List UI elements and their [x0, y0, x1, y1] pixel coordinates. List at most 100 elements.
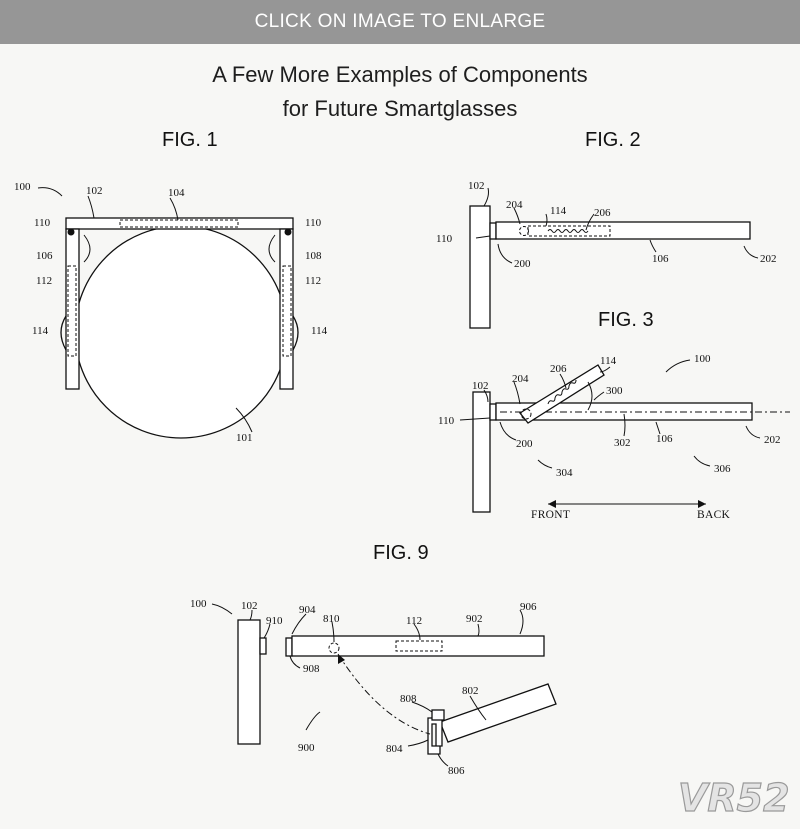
ref-302: 302	[614, 437, 631, 449]
leader-102	[249, 609, 253, 621]
attachment-arrowhead	[338, 654, 345, 664]
leader-206	[559, 373, 567, 389]
leader-101	[235, 407, 253, 433]
ref-204: 204	[506, 199, 523, 211]
ref-112: 112	[406, 615, 422, 627]
ref-100: 100	[694, 353, 711, 365]
leader-206	[585, 213, 595, 231]
ref-802: 802	[462, 685, 479, 697]
enlarge-banner-text: CLICK ON IMAGE TO ENLARGE	[254, 11, 546, 32]
leader-306	[693, 455, 711, 467]
ref-904: 904	[299, 604, 316, 616]
ref-114-left: 114	[32, 325, 49, 337]
frame-102	[65, 217, 294, 230]
leader-904	[291, 613, 307, 635]
ref-110-left: 110	[34, 217, 51, 229]
leader-804	[407, 739, 429, 747]
component-112	[395, 640, 443, 652]
leader-908	[289, 655, 301, 669]
fig-3-label: FIG. 3	[598, 309, 654, 331]
ref-810: 810	[323, 613, 340, 625]
leader-100	[665, 359, 691, 373]
back-arrowhead	[698, 500, 706, 508]
ref-114-right: 114	[311, 325, 328, 337]
mount-804	[427, 717, 443, 755]
ref-114: 114	[600, 355, 617, 367]
hinge-110	[489, 222, 497, 240]
connector-908	[285, 637, 293, 657]
leader-110	[475, 235, 491, 239]
leader-806	[437, 753, 449, 767]
hinge-110	[489, 403, 497, 421]
frame-102	[237, 619, 261, 745]
ref-204: 204	[512, 373, 529, 385]
leader-906	[519, 609, 524, 635]
fig-1: FIG. 1 100 102 104 110 110 106 108 112 1…	[14, 129, 328, 444]
leader-910	[263, 623, 271, 639]
leader-104	[169, 197, 179, 221]
ref-106: 106	[652, 253, 669, 265]
ref-101: 101	[236, 432, 253, 444]
ref-202: 202	[764, 434, 781, 446]
hinge-110-left	[67, 228, 75, 236]
ref-206: 206	[594, 207, 611, 219]
fig-9: FIG. 9 100 102 904 810 112 902 906 910	[190, 542, 557, 777]
angle-arrow-left	[83, 234, 91, 263]
component-112-right	[282, 265, 292, 357]
ref-114: 114	[550, 205, 567, 217]
pivot-204	[519, 226, 529, 236]
lens-101	[74, 225, 288, 439]
fig-2-label: FIG. 2	[585, 129, 641, 151]
leader-202	[743, 245, 759, 259]
leader-810	[331, 621, 335, 643]
vr52-watermark-logo: VR52	[678, 776, 790, 820]
leader-102	[483, 187, 489, 207]
ref-106: 106	[656, 433, 673, 445]
ref-300: 300	[606, 385, 623, 397]
component-112-left	[67, 265, 77, 357]
spring-206	[547, 379, 577, 405]
ref-906: 906	[520, 601, 537, 613]
leader-106	[655, 421, 661, 435]
angle-arrow-right	[268, 234, 276, 263]
ref-110: 110	[436, 233, 453, 245]
ref-112-left: 112	[36, 275, 52, 287]
leader-204	[513, 207, 521, 225]
leader-808	[411, 701, 433, 713]
leader-200	[497, 243, 513, 264]
leader-902	[477, 623, 480, 637]
component-114-left	[60, 315, 67, 351]
ref-808: 808	[400, 693, 417, 705]
ref-902: 902	[466, 613, 483, 625]
component-104	[119, 219, 239, 228]
leader-300	[593, 391, 605, 401]
leader-202	[745, 425, 761, 439]
ref-100: 100	[14, 181, 31, 193]
component-114-right	[292, 315, 299, 351]
leader-100	[37, 187, 63, 197]
ref-200: 200	[516, 438, 533, 450]
leader-304	[537, 459, 553, 469]
frame-102	[469, 205, 491, 329]
ref-102: 102	[86, 185, 103, 197]
ref-202: 202	[760, 253, 777, 265]
temple-902	[291, 635, 545, 657]
leader-200	[499, 421, 517, 441]
leader-204	[513, 381, 521, 405]
hinge-110-right	[284, 228, 292, 236]
ref-100: 100	[190, 598, 207, 610]
ref-106: 106	[36, 250, 53, 262]
ref-900: 900	[298, 742, 315, 754]
component-802	[439, 683, 557, 743]
component-114	[527, 225, 611, 237]
fig-3: FIG. 3 114 206 100 102 204 300 110 302 1	[438, 309, 790, 521]
enlarge-banner[interactable]: CLICK ON IMAGE TO ENLARGE	[0, 0, 800, 44]
ref-806: 806	[448, 765, 465, 777]
leader-106	[649, 239, 657, 253]
ref-104: 104	[168, 187, 185, 199]
fig-2: FIG. 2 102 204 114 206 110 200 106 202	[436, 129, 777, 329]
ref-110-right: 110	[305, 217, 322, 229]
pivot-204	[520, 408, 532, 420]
ref-304: 304	[556, 467, 573, 479]
